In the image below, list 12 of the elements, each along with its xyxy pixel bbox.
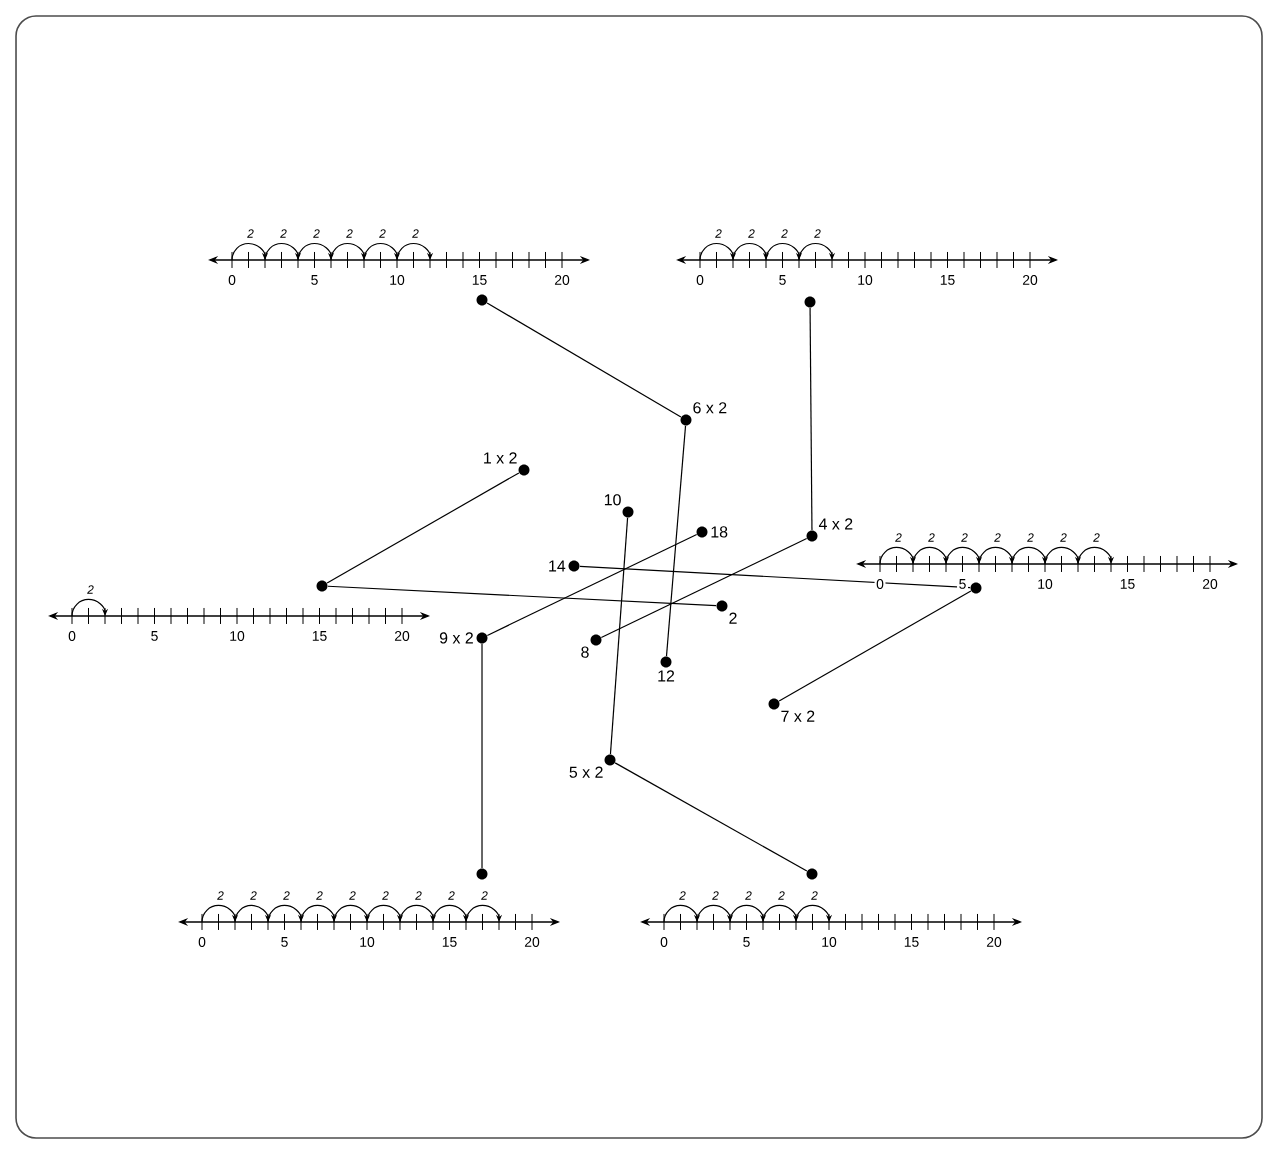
connector-line [327, 585, 717, 607]
connector-line [778, 590, 972, 702]
connector-line [486, 533, 698, 636]
connector-line [809, 307, 813, 531]
connector-line [609, 517, 629, 755]
connector-line [665, 425, 687, 657]
connector-line [600, 537, 808, 638]
connector-line [614, 762, 808, 872]
connector-line [481, 643, 483, 869]
connector-line [486, 302, 682, 418]
connector-line [579, 565, 971, 589]
connector-line [326, 472, 520, 584]
